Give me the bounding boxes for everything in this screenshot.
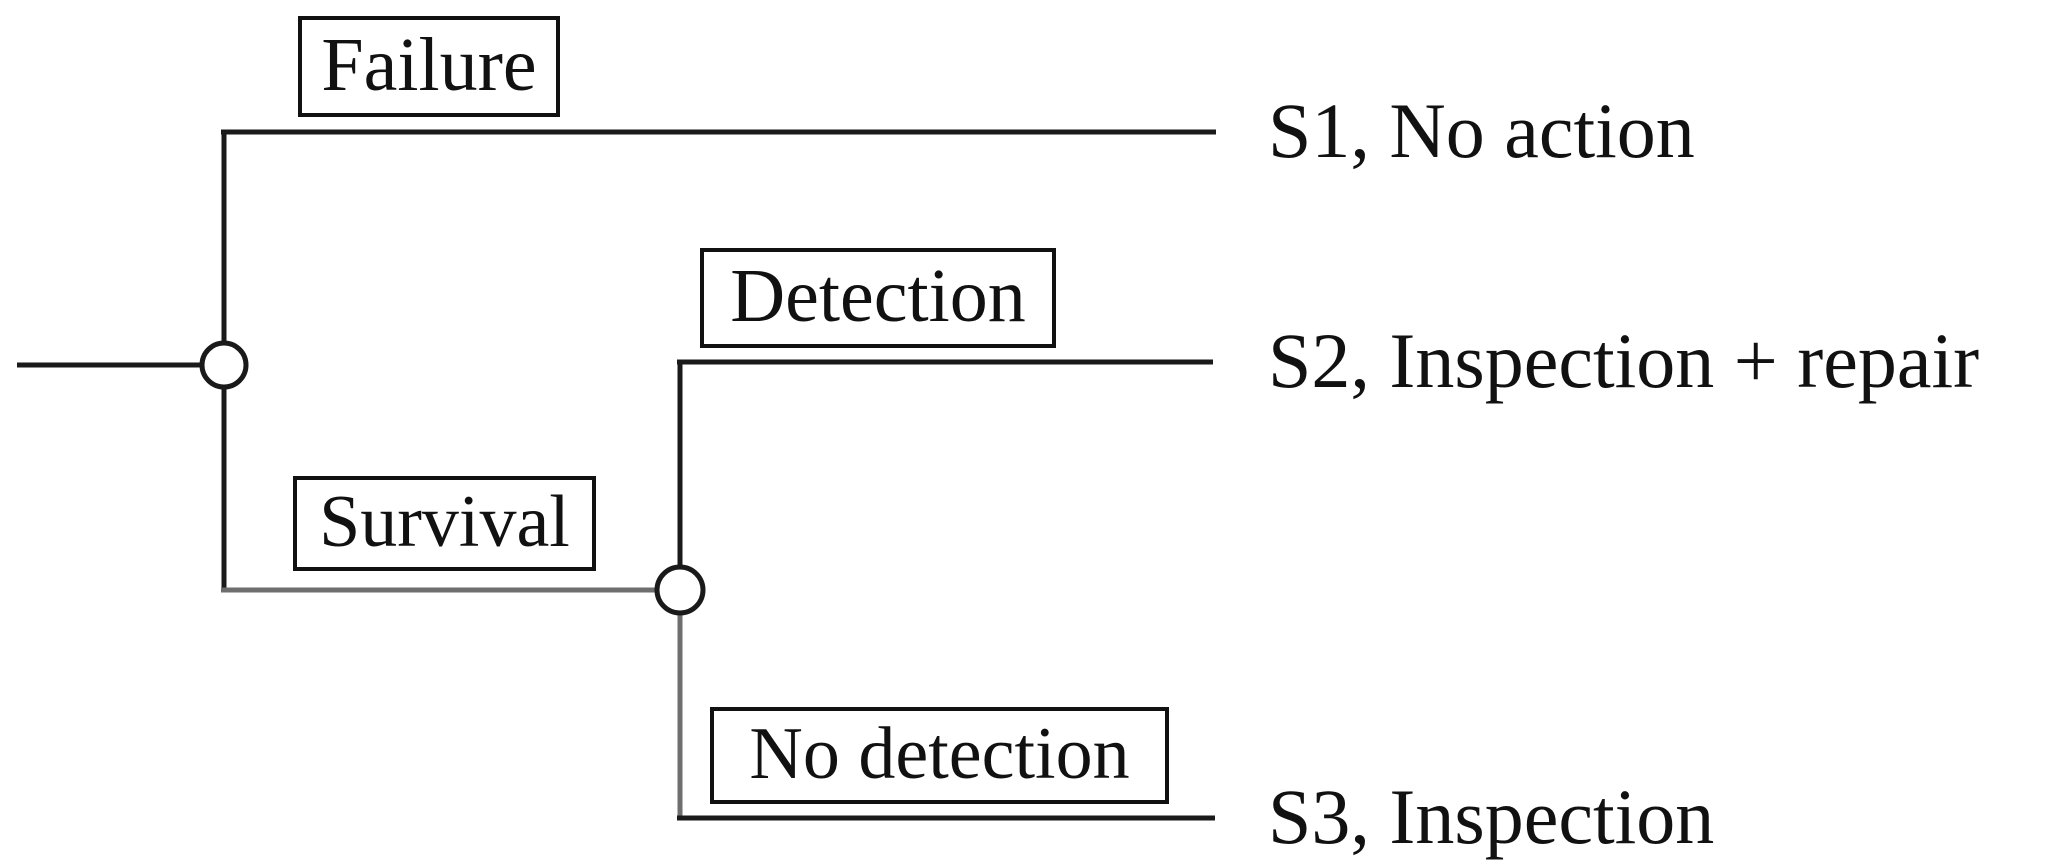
branch-label-survival: Survival (293, 476, 596, 571)
outcome-label-s3: S3, Inspection (1268, 773, 1715, 860)
outcome-label-s2: S2, Inspection + repair (1268, 317, 1980, 404)
branch-label-detection: Detection (700, 248, 1056, 348)
outcome-label-s1: S1, No action (1268, 87, 1695, 174)
branch-label-no-detection: No detection (710, 707, 1169, 804)
branch-label-survival-text: Survival (319, 480, 570, 563)
branch-label-failure: Failure (298, 16, 560, 117)
survival-chance-node-circle (654, 564, 706, 616)
root-chance-node-circle (199, 340, 249, 390)
branch-label-detection-text: Detection (730, 254, 1026, 338)
branch-label-failure-text: Failure (321, 22, 537, 107)
branch-label-no-detection-text: No detection (749, 712, 1130, 795)
